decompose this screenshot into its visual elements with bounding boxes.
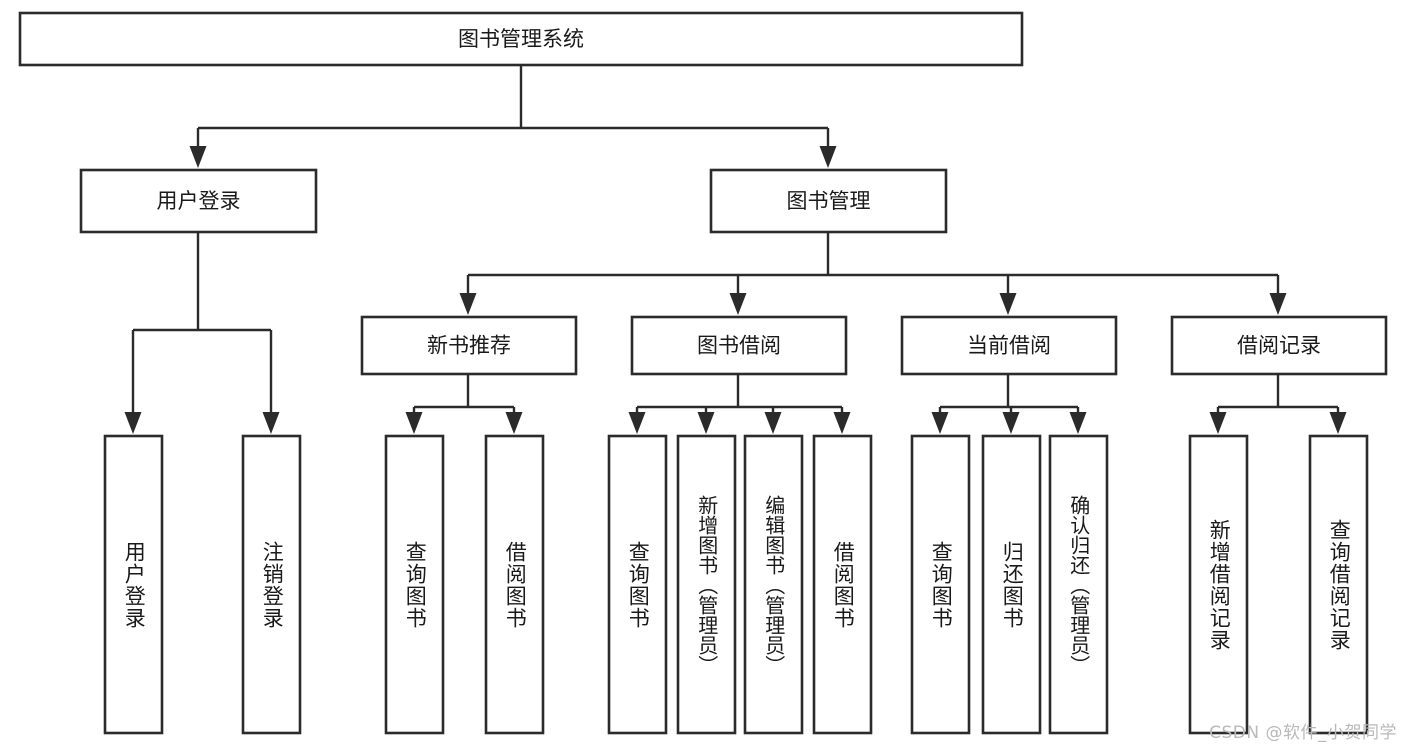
node-borrow-records-box[interactable] <box>1170 315 1388 376</box>
arrow-head-icon <box>697 412 715 434</box>
arrow-head-icon <box>628 412 646 434</box>
node-book-manage-label: 图书管理 <box>787 189 871 213</box>
arrow-head-icon <box>262 412 280 434</box>
node-user-login-box[interactable] <box>79 168 318 234</box>
node-user-login-label: 用户登录 <box>157 189 241 213</box>
node-current-borrow-box[interactable] <box>900 315 1118 376</box>
node-new-book-recommend-label: 新书推荐 <box>427 334 511 358</box>
arrow-head-icon <box>833 412 851 434</box>
arrow-head-icon <box>1329 412 1347 434</box>
node-root-box[interactable] <box>18 11 1024 67</box>
arrow-head-icon <box>1269 293 1287 315</box>
node-current-borrow-label: 当前借阅 <box>967 334 1051 358</box>
arrow-head-icon <box>1002 412 1020 434</box>
arrow-head-icon <box>405 412 423 434</box>
arrow-head-icon <box>189 146 207 168</box>
csdn-watermark: CSDN @软件_小贺同学 <box>1209 723 1397 743</box>
node-book-manage-box[interactable] <box>709 168 948 234</box>
arrow-head-icon <box>459 293 477 315</box>
leaf-leaf-user-login-box[interactable] <box>103 434 164 735</box>
leaf-leaf-user-logout-box[interactable] <box>241 434 302 735</box>
leaf-leaf-query-book-1-box[interactable] <box>384 434 445 735</box>
node-book-borrow-box[interactable] <box>630 315 848 376</box>
arrow-head-icon <box>999 293 1017 315</box>
leaf-leaf-borrow-book-1-box[interactable] <box>484 434 545 735</box>
connectors-layer <box>124 65 1347 434</box>
leaf-leaf-query-book-2-box[interactable] <box>607 434 668 735</box>
node-book-borrow-label: 图书借阅 <box>697 334 781 358</box>
arrow-head-icon <box>124 412 142 434</box>
arrow-head-icon <box>729 293 747 315</box>
leaf-leaf-edit-book-box[interactable] <box>743 434 804 735</box>
arrow-head-icon <box>764 412 782 434</box>
leaf-leaf-add-record-box[interactable] <box>1188 434 1249 735</box>
leaf-leaf-borrow-book-2-box[interactable] <box>812 434 873 735</box>
arrow-head-icon <box>1069 412 1087 434</box>
boxes-layer <box>18 11 1388 735</box>
node-root-label: 图书管理系统 <box>458 27 584 51</box>
arrow-head-icon <box>505 412 523 434</box>
arrow-head-icon <box>1209 412 1227 434</box>
leaf-leaf-add-book-box[interactable] <box>676 434 737 735</box>
node-borrow-records-label: 借阅记录 <box>1237 334 1321 358</box>
leaf-leaf-confirm-return-box[interactable] <box>1048 434 1109 735</box>
arrow-head-icon <box>819 146 837 168</box>
leaf-leaf-return-book-box[interactable] <box>981 434 1042 735</box>
node-new-book-recommend-box[interactable] <box>360 315 578 376</box>
leaf-leaf-query-record-box[interactable] <box>1308 434 1369 735</box>
leaf-leaf-query-book-3-box[interactable] <box>910 434 971 735</box>
arrow-head-icon <box>931 412 949 434</box>
